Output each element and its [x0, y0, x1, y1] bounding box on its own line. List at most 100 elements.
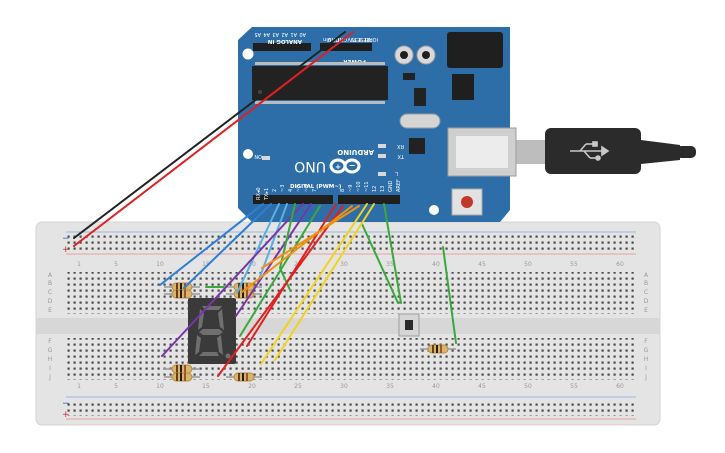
col-num-bottom: 55 — [570, 383, 578, 390]
arduino-logo: + − — [329, 158, 361, 174]
arduino-brand-text: ARDUINO — [337, 148, 374, 156]
wire-green[interactable] — [239, 205, 321, 337]
wire-black[interactable] — [73, 31, 346, 239]
analog-pin-label: A4 — [263, 31, 270, 37]
reset-button[interactable] — [451, 188, 483, 216]
smd-component — [403, 73, 415, 80]
power-pin-label: GND — [335, 36, 347, 42]
digital-pin-label: RX◂0 — [256, 187, 262, 200]
row-letter-left: J — [48, 374, 51, 381]
wire-green[interactable] — [442, 246, 457, 344]
col-num-bottom: 25 — [294, 383, 302, 390]
digital-pin-label: ~11 — [364, 181, 370, 192]
wire-light-blue[interactable] — [236, 203, 280, 294]
power-pin-label: GND — [327, 36, 339, 42]
wire-purple[interactable] — [161, 203, 304, 357]
analog-in-label: ANALOG IN — [267, 38, 302, 44]
push-button[interactable] — [398, 313, 420, 337]
usb-cable[interactable] — [515, 128, 696, 174]
digital-pin-label: 12 — [372, 186, 378, 192]
resistor — [164, 289, 200, 299]
row-letter-right: A — [644, 272, 649, 279]
row-letter-right: I — [645, 365, 647, 372]
usb-plug-strain-relief — [641, 140, 680, 164]
wire-yellow[interactable] — [260, 203, 368, 365]
col-num-bottom: 15 — [202, 383, 210, 390]
row-letter-left: C — [48, 289, 52, 296]
wire-orange[interactable] — [261, 205, 360, 269]
svg-text:−: − — [349, 161, 356, 170]
digital-pin-label: 4 — [288, 189, 294, 192]
row-letter-right: C — [644, 289, 648, 296]
col-num-top: 50 — [524, 261, 532, 268]
svg-text:+: + — [335, 163, 341, 171]
col-num-top: 35 — [386, 261, 394, 268]
col-num-bottom: 60 — [616, 383, 624, 390]
wire-orange[interactable] — [241, 205, 353, 293]
row-letter-right: E — [644, 307, 648, 314]
chip-pins — [255, 62, 385, 104]
mounting-hole — [242, 48, 254, 60]
wire-yellow[interactable] — [274, 203, 375, 361]
gnd-pin-label: GND — [388, 180, 394, 192]
wire-red[interactable] — [73, 31, 354, 247]
col-num-bottom: 5 — [114, 383, 118, 390]
dc-power-jack[interactable] — [447, 32, 503, 68]
push-button-cap[interactable] — [405, 320, 413, 330]
digital-header-low — [253, 195, 333, 204]
tx-label: TX — [397, 153, 405, 159]
wires — [73, 31, 457, 377]
power-label: POWER — [342, 58, 366, 64]
row-letter-right: H — [644, 356, 649, 363]
usb-chip — [409, 138, 425, 154]
col-num-top: 55 — [570, 261, 578, 268]
row-letter-right: F — [644, 338, 648, 345]
analog-pin-label: A2 — [281, 31, 288, 37]
col-num-bottom: 20 — [248, 383, 256, 390]
center-channel — [36, 318, 660, 334]
wire-green[interactable] — [361, 223, 399, 304]
on-label: ON — [254, 153, 262, 159]
resistor — [164, 372, 200, 382]
usb-cable-end — [676, 146, 696, 158]
digital-pin-label: 7 — [312, 189, 318, 192]
seven-segment-display[interactable]: 8 — [188, 298, 236, 369]
digital-pin-label: ~5 — [296, 185, 302, 192]
row-letter-left: A — [48, 272, 53, 279]
capacitor-top — [422, 51, 430, 59]
wire-red-signal[interactable] — [217, 205, 344, 377]
wire-green[interactable] — [383, 203, 402, 304]
rx-led — [378, 154, 386, 158]
row-letter-left: I — [49, 365, 51, 372]
digital-pin-label: ~6 — [304, 185, 310, 192]
digital-pin-label: 2 — [272, 189, 278, 192]
col-num-top: 5 — [114, 261, 118, 268]
arduino-uno-board[interactable]: A5 A4 A3 A2 A1 A0 ANALOG IN Vin GND GND … — [238, 27, 517, 222]
power-pin-label: 5V — [347, 36, 354, 42]
resistor — [420, 344, 456, 354]
row-letter-right: G — [644, 347, 649, 354]
wire-blue[interactable] — [159, 203, 264, 286]
col-num-top: 45 — [478, 261, 486, 268]
power-rail-top — [66, 235, 636, 251]
digital-pin-label: 8 — [340, 189, 346, 192]
atmega-chip — [252, 66, 388, 100]
voltage-regulator — [452, 74, 474, 100]
col-num-bottom: 50 — [524, 383, 532, 390]
capacitor-top — [400, 51, 408, 59]
row-letter-right: J — [644, 374, 647, 381]
digital-pin-label: TX▸1 — [264, 188, 270, 201]
digital-pin-label: ~10 — [356, 181, 362, 192]
digital-pin-label: ~9 — [348, 185, 354, 192]
wire-light-blue[interactable] — [257, 203, 288, 283]
wire-blue[interactable] — [183, 203, 272, 289]
row-letter-right: D — [644, 298, 649, 305]
analog-pin-label: A3 — [272, 31, 279, 37]
col-num-top: 15 — [202, 261, 210, 268]
l-led — [378, 172, 386, 176]
col-num-top: 10 — [156, 261, 164, 268]
analog-pin-label: A5 — [254, 31, 261, 37]
reset-button-cap[interactable] — [461, 196, 473, 208]
analog-header — [253, 43, 311, 51]
